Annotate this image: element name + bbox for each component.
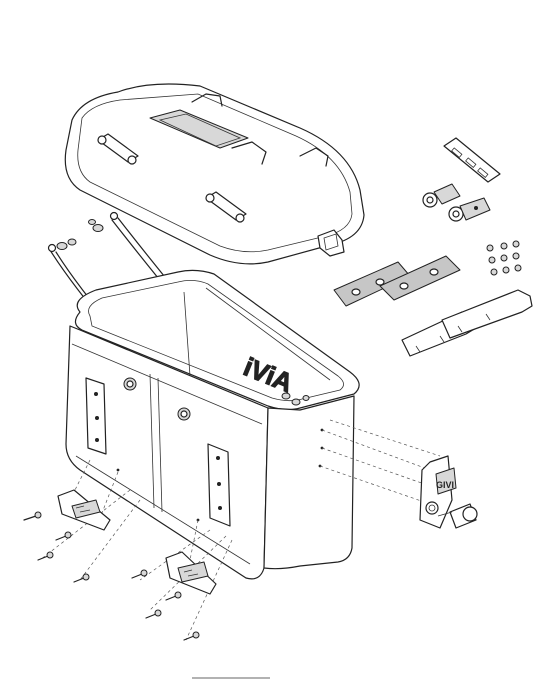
rubber-pads (333, 255, 461, 307)
small-screw-set (486, 240, 522, 276)
assembly-guide-lines (39, 419, 441, 641)
bracket-logo: GIVI (436, 480, 454, 490)
lock-bracket: GIVI (419, 455, 457, 529)
case-body: iViA (65, 269, 360, 580)
hinge-link-plate (443, 137, 501, 183)
mounting-plate-right (207, 443, 231, 527)
case-lid (64, 83, 365, 265)
quick-release-pins (422, 183, 491, 222)
lid-latch-right (205, 191, 247, 223)
bottom-hook-plate-right (165, 551, 217, 595)
mounting-knobs (123, 377, 191, 421)
lock-key (437, 503, 478, 529)
bottom-hook-plate-left (57, 489, 111, 531)
hook-rails (401, 289, 533, 357)
loose-screws (23, 511, 200, 641)
mounting-plate-left (85, 377, 107, 455)
lid-latch-left (97, 133, 139, 165)
